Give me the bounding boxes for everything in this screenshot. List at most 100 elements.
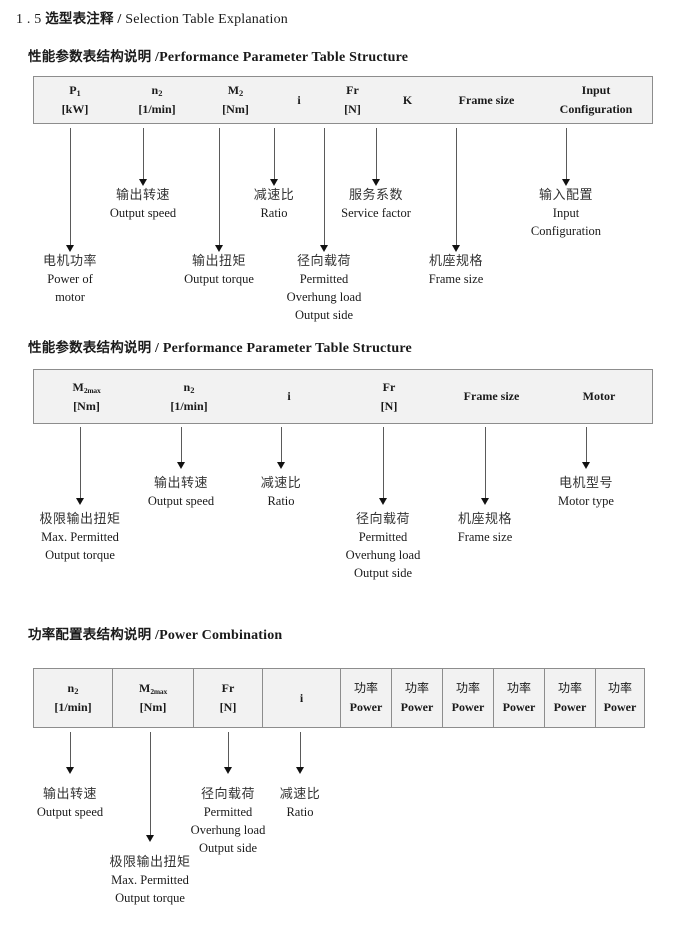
header-symbol: Fr (382, 379, 396, 394)
heading-separator: / (155, 50, 160, 65)
annotation-label-cn: 输出扭矩 (191, 254, 247, 269)
annotation-label: 服务系数 Service factor (341, 187, 411, 223)
header-symbol: n2 (151, 83, 163, 99)
header-unit: [Nm] (139, 700, 167, 714)
title-separator: / (117, 12, 122, 27)
header-symbol: Motor (582, 389, 616, 404)
header-unit: Power (451, 700, 485, 714)
annotation-label-en: Output side (354, 565, 412, 580)
annotation-label: 机座规格 Frame size (458, 511, 513, 547)
annotation-label-cn: 机座规格 (457, 512, 512, 527)
header-unit: [Nm] (73, 398, 100, 413)
header-symbol: i (299, 690, 304, 705)
table-header-cell: Fr [N] (339, 370, 439, 423)
annotation-label-cn: 电机功率 (42, 254, 98, 269)
header-symbol: 功率 (404, 681, 429, 696)
annotation-label-en: Permitted (358, 530, 408, 545)
header-unit: Power (553, 700, 587, 714)
annotation-label-en: Max. Permitted (41, 530, 119, 545)
annotation-label-cn: 输入配置 (538, 188, 594, 203)
annotation-label-cn: 输出转速 (115, 188, 170, 203)
table-header-cell: n2[1/min] (34, 669, 113, 727)
table-header-cell: Frame size (435, 77, 538, 123)
section-title-cn: 选型表注释 (45, 11, 114, 27)
annotation-label-en: Input (552, 206, 580, 221)
arrow-down-icon (480, 427, 490, 505)
annotation-label-en: Ratio (260, 206, 288, 221)
table-header-cell: Motor (544, 370, 654, 423)
annotation-label-en: Permitted (299, 272, 349, 287)
arrow-down-icon (138, 128, 148, 186)
header-symbol: P1 (69, 83, 81, 99)
header-unit: [1/min] (138, 102, 176, 116)
header-unit: [Nm] (222, 102, 249, 116)
arrow-down-icon (561, 128, 571, 186)
heading-performance-2: 性能参数表结构说明 / Performance Parameter Table … (28, 336, 412, 357)
table-header-cell: M2[Nm] (198, 77, 273, 123)
annotation-label-en: Overhung load (190, 823, 266, 838)
annotation-label-en: Frame size (457, 530, 513, 545)
section-number: 1 . 5 (16, 12, 42, 27)
header-symbol: M2max (138, 681, 168, 697)
heading-separator: / (155, 341, 160, 356)
annotation-label-cn: 服务系数 (348, 188, 404, 203)
annotation-label-cn: 径向载荷 (296, 254, 352, 269)
header-symbol: Frame size (458, 92, 515, 107)
arrow-down-icon (319, 128, 329, 252)
arrow-down-icon (451, 128, 461, 252)
annotation-label-en: Output speed (147, 494, 215, 509)
heading-performance-1: 性能参数表结构说明 /Performance Parameter Table S… (28, 45, 408, 66)
annotation-label-en: Configuration (530, 224, 602, 239)
annotation-label-en: Permitted (203, 805, 253, 820)
table-header-cell: P1[kW] (34, 77, 116, 123)
header-unit: [N] (380, 398, 398, 413)
heading-power-combination: 功率配置表结构说明 /Power Combination (28, 623, 282, 644)
arrow-down-icon (295, 732, 305, 774)
header-symbol: Frame size (463, 389, 520, 404)
header-symbol: n2 (67, 681, 79, 697)
section-title-en: Selection Table Explanation (125, 12, 288, 27)
header-symbol: 功率 (353, 681, 378, 696)
header-unit: Configuration (559, 102, 633, 116)
annotation-label-cn: 电机型号 (558, 476, 613, 491)
arrow-down-icon (581, 427, 591, 469)
arrow-down-icon (378, 427, 388, 505)
header-symbol: i (297, 92, 301, 107)
arrow-down-icon (65, 732, 75, 774)
table-header-cell: i (239, 370, 339, 423)
header-unit: Power (603, 700, 637, 714)
table-header-cell: Fr[N] (325, 77, 380, 123)
table-header-cell: i (263, 669, 341, 727)
header-symbol: Fr (346, 83, 359, 98)
annotation-label-en: Service factor (341, 206, 411, 221)
table-header-cell: i (273, 77, 325, 123)
heading-en: Performance Parameter Table Structure (159, 50, 409, 65)
header-symbol: M2max (72, 379, 101, 395)
header-unit: Power (349, 700, 383, 714)
table-header-cell: 功率 Power (341, 669, 392, 727)
annotation-label-cn: 径向载荷 (355, 512, 411, 527)
annotation-label-en: Overhung load (345, 548, 421, 563)
arrow-down-icon (176, 427, 186, 469)
header-symbol: i (287, 389, 291, 404)
arrow-down-icon (276, 427, 286, 469)
header-symbol: Fr (221, 681, 235, 696)
header-unit: Power (400, 700, 434, 714)
annotation-label-en: Ratio (286, 805, 314, 820)
header-symbol: n2 (183, 379, 195, 395)
annotation-label-en: Motor type (558, 494, 614, 509)
heading-cn: 性能参数表结构说明 (28, 340, 152, 356)
arrow-down-icon (145, 732, 155, 842)
